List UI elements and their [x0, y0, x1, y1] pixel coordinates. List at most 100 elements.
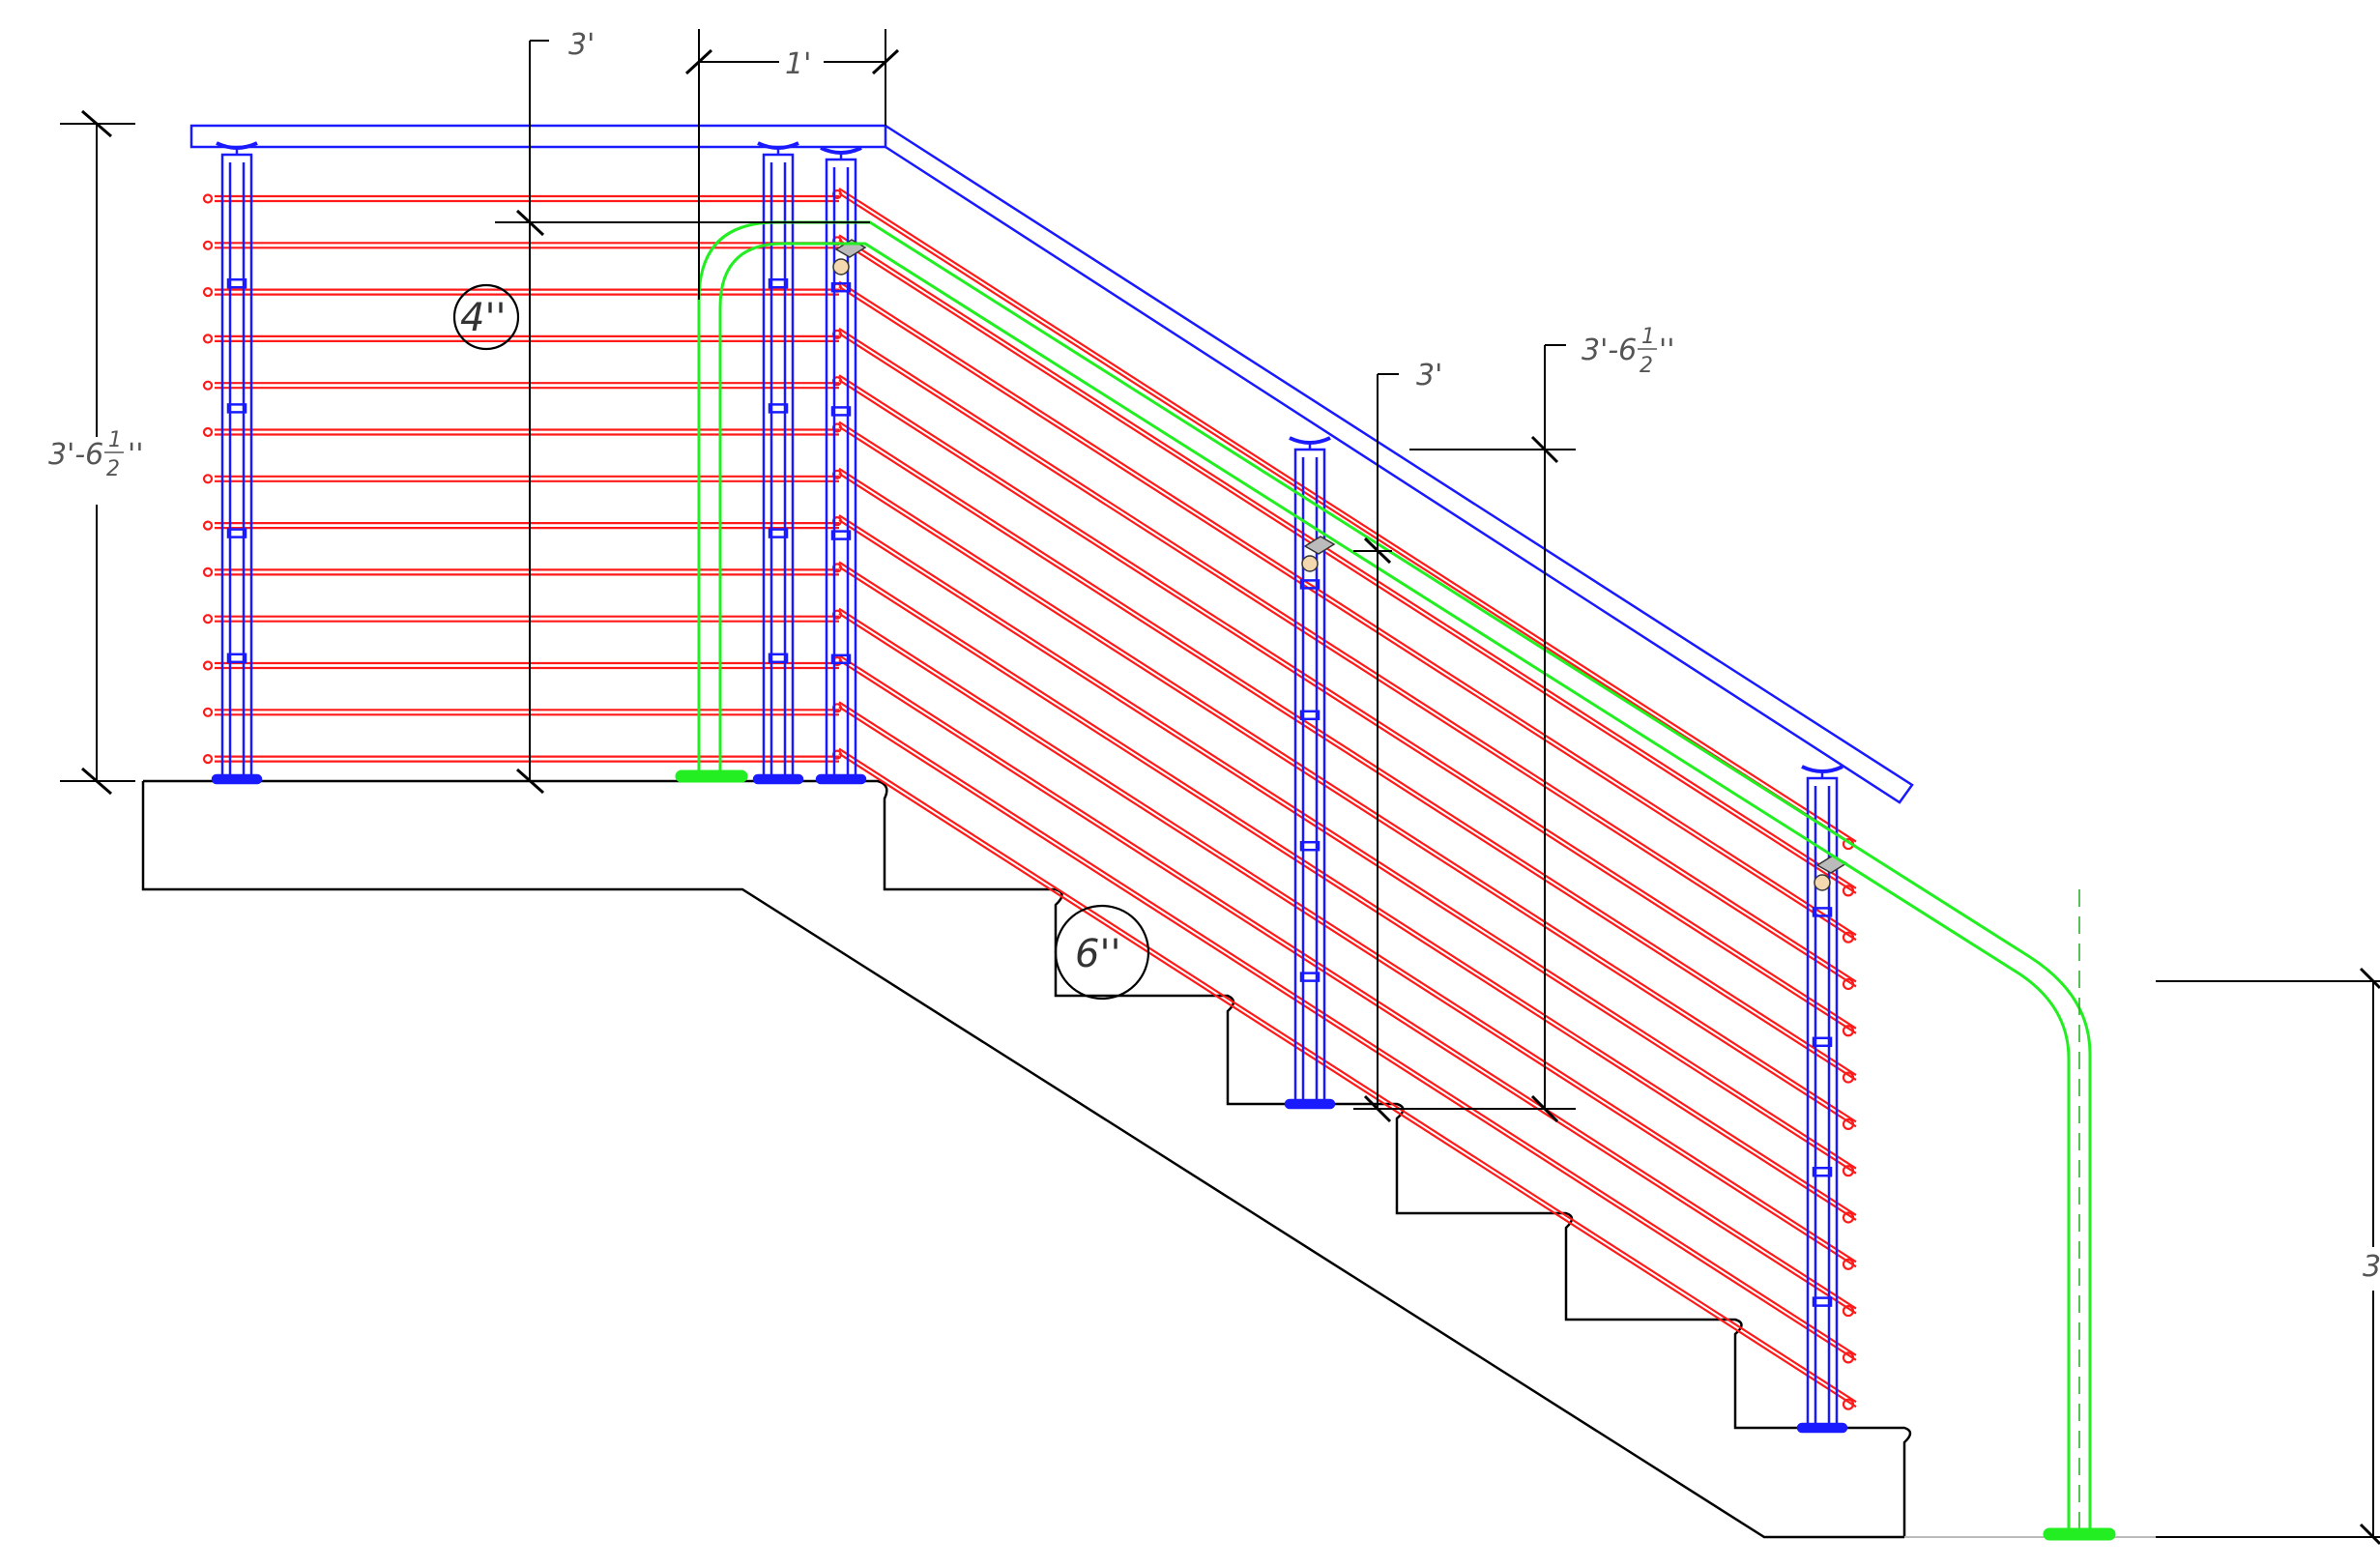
post-clip [1812, 1036, 1833, 1048]
stair-cables [831, 188, 1857, 1410]
stair-cable [838, 239, 1857, 894]
post-clip [768, 403, 789, 414]
stair-cable [838, 659, 1857, 1315]
cable-fitting-icon [1842, 977, 1855, 991]
post-clip [1299, 710, 1321, 721]
handrail-inner [718, 242, 2071, 1537]
cable-fitting-icon [202, 614, 214, 624]
cable-fitting-icon [1842, 1071, 1855, 1084]
stair-cable [838, 280, 1857, 937]
stair-bottom-post [1796, 765, 1848, 1434]
stair-cable [838, 607, 1857, 1263]
post-clip [226, 403, 247, 414]
post-clip [1299, 840, 1321, 852]
stair-rise-callout-circle [1054, 904, 1150, 1001]
cable-fitting-icon [202, 707, 214, 717]
dim-left-height: 3'-6 [48, 438, 103, 472]
stair-cable [838, 192, 1857, 848]
post-clip [226, 277, 247, 289]
stair-cable [838, 374, 1857, 1030]
grab-handrail [675, 220, 2116, 1541]
stair-cable [838, 706, 1857, 1361]
stair-cable [838, 421, 1857, 1077]
post-base [211, 773, 263, 785]
cable-fitting-icon [202, 334, 214, 344]
stair-cable [838, 519, 1857, 1175]
post-clip [830, 653, 852, 665]
cable-fitting-icon [202, 753, 214, 765]
stair-cable [838, 234, 1857, 889]
post-clip [830, 406, 852, 417]
cable-fitting-icon [202, 474, 214, 484]
stair-cable [838, 327, 1857, 983]
post-clip [1299, 579, 1321, 590]
post-clip [830, 281, 852, 293]
stair-cable [838, 654, 1857, 1310]
cable-fitting-icon [1842, 1351, 1855, 1364]
landing-underside [141, 781, 1904, 1539]
cable-fitting-icon [1842, 1304, 1855, 1318]
stair-rise-callout: 6'' [1075, 932, 1120, 976]
dim-mid-top-height: 3'-6 [1582, 334, 1637, 367]
handrail-foot-left [675, 769, 748, 783]
dim-left-height-inch: '' [128, 438, 144, 472]
dim-top-stair-overhang: 3' [568, 28, 595, 62]
stair-cable [838, 701, 1857, 1356]
handrail-foot-right [2043, 1527, 2116, 1541]
cable-fitting-icon [1842, 1025, 1855, 1037]
post-base [752, 773, 804, 785]
cable-fitting-icon [202, 660, 214, 671]
post-clip [1812, 1166, 1833, 1177]
post-clip [1812, 907, 1833, 917]
bracket-bolt-icon [1814, 874, 1831, 891]
post-clip [768, 653, 789, 664]
dim-mid-top-inch: '' [1659, 334, 1675, 367]
post-clip [1812, 1296, 1833, 1307]
dim-left-height-frac-num: 1 [108, 428, 122, 452]
post-clip [768, 528, 789, 538]
callouts: 4'' 6'' [452, 283, 1150, 1001]
post-clip [768, 277, 789, 289]
dim-return-length: 1' [785, 47, 811, 81]
dimension-labels: 3' 1' 3'-6 1 2 '' 3' 3'-6 1 2 '' 3 [48, 28, 2380, 1284]
top-rail [189, 124, 1914, 804]
stair-cable [838, 467, 1857, 1123]
stair-cable [838, 188, 1857, 843]
stair-cable [838, 332, 1857, 988]
cable-fitting-icon [1842, 1258, 1855, 1270]
stair-cable [838, 561, 1857, 1216]
cable-spacing-callout: 4'' [460, 296, 506, 340]
stair-cable [838, 566, 1857, 1221]
cable-fitting-icon [1842, 1165, 1855, 1177]
post-clip [830, 530, 852, 540]
landing-left-post [211, 141, 263, 785]
landing-slab [143, 779, 1912, 1537]
landing-cables [202, 193, 839, 765]
post-clip [226, 528, 247, 538]
bracket-bolt-icon [832, 258, 850, 276]
post-base [1796, 1422, 1848, 1434]
landing-corner-post [752, 141, 804, 785]
stair-structure [141, 779, 2156, 1539]
post-clip [1299, 972, 1321, 982]
stair-cable [838, 285, 1857, 942]
dimension-lines [60, 29, 2380, 1546]
posts [211, 141, 1848, 1434]
cable-fitting-icon [202, 240, 214, 250]
stair-mid-post [1284, 436, 1336, 1110]
stair-cable [838, 472, 1857, 1128]
cable-fitting-icon [202, 566, 214, 578]
cable-fitting-icon [1842, 931, 1855, 944]
stair-cable [838, 612, 1857, 1268]
post-base [815, 773, 867, 785]
stair-cable [838, 747, 1857, 1404]
cable-fitting-icon [202, 380, 214, 391]
dim-mid-top-frac-num: 1 [1641, 325, 1655, 349]
dim-mid-top-frac-den: 2 [1640, 354, 1653, 378]
cable-spacing-callout-circle [452, 283, 520, 351]
cable-fitting-icon [202, 287, 214, 298]
stair-cable [838, 379, 1857, 1034]
cable-fitting-icon [202, 520, 214, 531]
post-base [1284, 1098, 1336, 1110]
stair-cable [838, 425, 1857, 1082]
